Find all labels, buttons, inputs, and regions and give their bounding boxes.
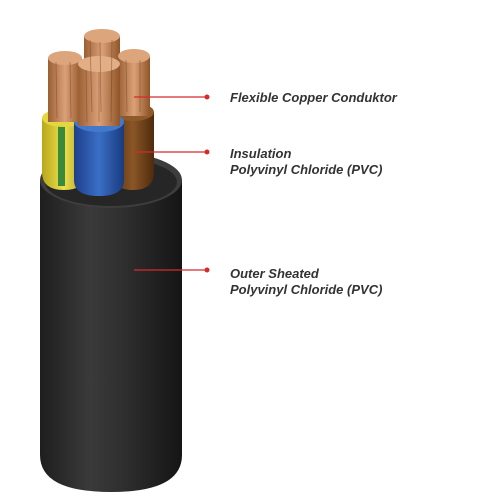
- copper-conductors: [48, 29, 150, 126]
- sheath-label-line2: Polyvinyl Chloride (PVC): [230, 282, 383, 297]
- sheath-label: Outer Sheated Polyvinyl Chloride (PVC): [230, 266, 382, 298]
- leader-conductor: [134, 94, 210, 100]
- leader-insulation: [134, 149, 210, 155]
- insulation-label: Insulation Polyvinyl Chloride (PVC): [230, 146, 382, 178]
- sheath-label-line1: Outer Sheated: [230, 266, 319, 281]
- insulation-label-line1: Insulation: [230, 146, 292, 161]
- outer-sheath: [40, 152, 182, 492]
- conductor-label: Flexible Copper Conduktor: [230, 90, 397, 106]
- conductor-label-line1: Flexible Copper Conduktor: [230, 90, 397, 105]
- strand-texture: [55, 39, 141, 123]
- insulation-label-line2: Polyvinyl Chloride (PVC): [230, 162, 383, 177]
- copper-strand-left: [48, 51, 82, 122]
- leader-sheath: [134, 267, 210, 273]
- copper-strand-right: [118, 49, 150, 116]
